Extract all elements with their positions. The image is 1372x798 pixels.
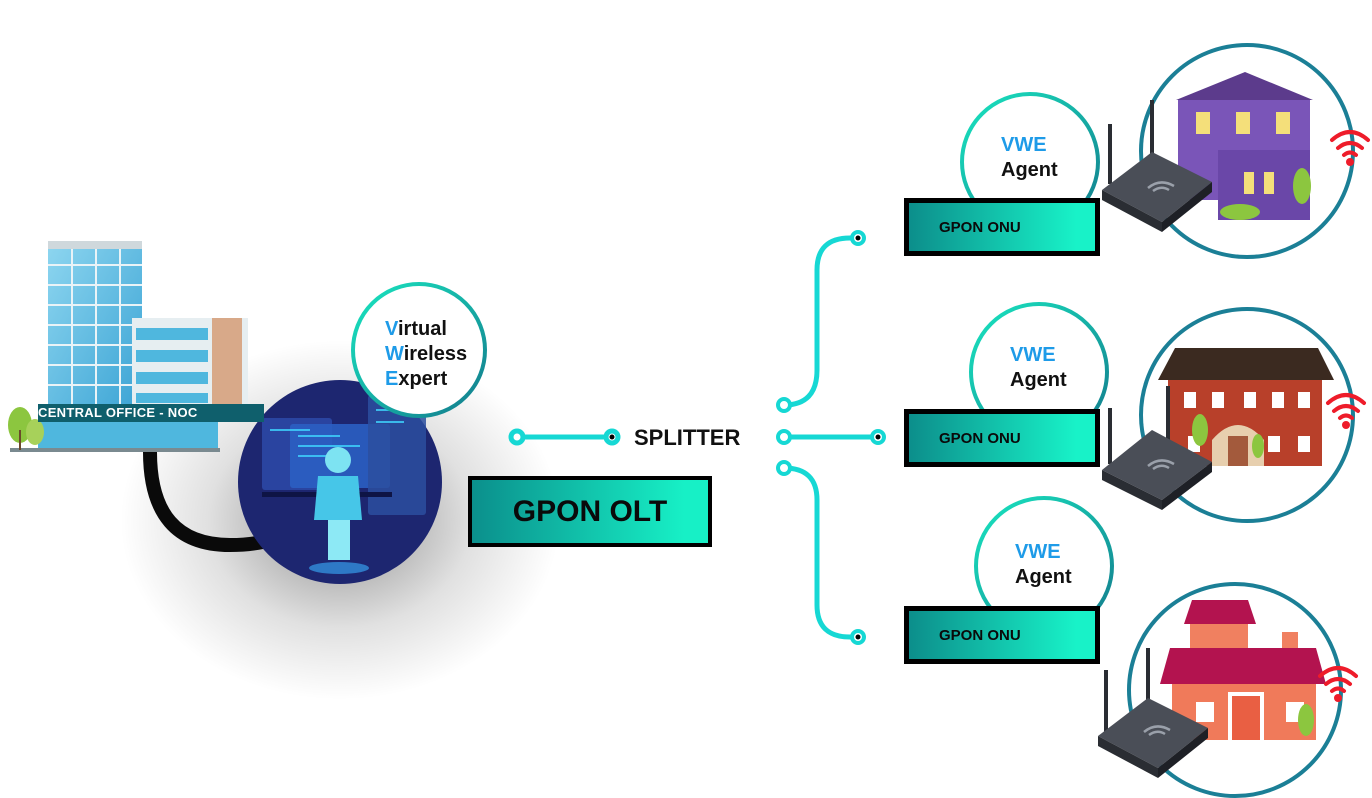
expert-word-2: ireless — [403, 343, 468, 365]
gpon-onu-box-2: GPON ONU — [904, 409, 1100, 467]
vwe-label: VWE — [1010, 344, 1056, 366]
expert-word-3: xpert — [398, 368, 448, 390]
gpon-onu-box-3: GPON ONU — [904, 606, 1100, 664]
wifi-signal-icon — [1318, 666, 1358, 693]
expert-initial-v: V — [385, 318, 398, 340]
agent-label: Agent — [1015, 566, 1072, 588]
house-icon — [1160, 600, 1326, 740]
house-icon — [1158, 348, 1334, 466]
expert-initial-e: E — [385, 368, 399, 390]
vwe-agent-label-2: VWE Agent — [1010, 343, 1067, 393]
vwe-label: VWE — [1001, 134, 1047, 156]
central-office-label: CENTRAL OFFICE - NOC — [38, 404, 264, 422]
vwe-label: VWE — [1015, 541, 1061, 563]
office-building-icon — [8, 241, 248, 452]
wifi-signal-icon — [1326, 393, 1366, 420]
splitter-label: SPLITTER — [634, 425, 741, 450]
agent-label: Agent — [1010, 369, 1067, 391]
expert-word-1: irtual — [397, 318, 447, 340]
vwe-agent-label-1: VWE Agent — [1001, 133, 1058, 183]
router-icon — [1098, 648, 1208, 778]
gpon-onu-label: GPON ONU — [909, 203, 1095, 251]
expert-initial-w: W — [385, 343, 404, 365]
gpon-onu-label: GPON ONU — [909, 414, 1095, 462]
router-icon — [1102, 386, 1212, 510]
gpon-onu-label: GPON ONU — [909, 611, 1095, 659]
router-icon — [1102, 100, 1212, 232]
vwe-agent-label-3: VWE Agent — [1015, 540, 1072, 590]
virtual-wireless-expert-label: Virtual Wireless Expert — [385, 317, 467, 392]
expert-circle — [351, 282, 487, 418]
engineer-workstation-icon — [238, 380, 442, 584]
gpon-olt-box: GPON OLT — [468, 476, 712, 547]
gpon-onu-box-1: GPON ONU — [904, 198, 1100, 256]
agent-label: Agent — [1001, 159, 1058, 181]
wifi-signal-icon — [1330, 130, 1370, 157]
splitter-branches — [783, 235, 878, 640]
gpon-olt-label: GPON OLT — [472, 480, 708, 543]
